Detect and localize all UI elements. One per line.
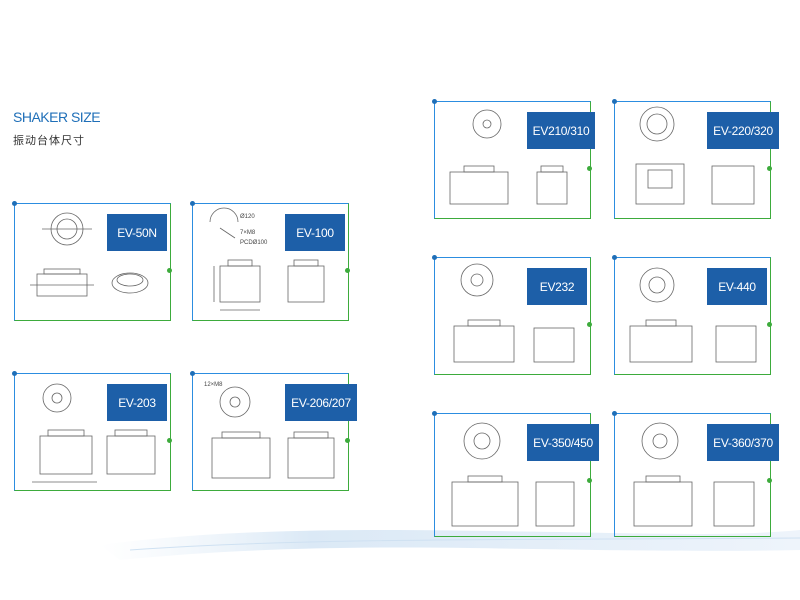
card-frame — [192, 203, 349, 321]
card-frame — [14, 373, 171, 491]
page-title: SHAKER SIZE — [13, 109, 101, 125]
card-dot — [167, 268, 172, 273]
dimension-text: PCDØ100 — [240, 240, 268, 246]
technical-drawing — [451, 422, 575, 527]
model-card-ev-440: EV-440 — [612, 250, 777, 376]
model-label: EV-206/207 — [285, 384, 357, 421]
model-label: EV210/310 — [527, 112, 595, 149]
card-frame — [614, 413, 771, 537]
model-label: EV-50N — [107, 214, 167, 251]
model-label: EV-360/370 — [707, 424, 779, 461]
card-frame — [192, 373, 349, 491]
card-dot — [190, 371, 195, 376]
card-dot — [432, 411, 437, 416]
card-dot — [432, 99, 437, 104]
decorative-wave — [100, 529, 800, 560]
card-frame — [434, 101, 591, 219]
model-card-ev232: EV232 — [432, 250, 597, 376]
card-frame — [614, 257, 771, 375]
model-label: EV-440 — [707, 268, 767, 305]
card-frame — [14, 203, 171, 321]
model-label: EV232 — [527, 268, 587, 305]
card-dot — [12, 201, 17, 206]
card-dot — [767, 478, 772, 483]
model-card-ev-100: EV-100 Ø120 7×M8 PCDØ100 — [190, 196, 355, 322]
dimension-text: 7×M8 — [240, 230, 256, 236]
card-dot — [767, 166, 772, 171]
card-dot — [587, 322, 592, 327]
card-dot — [432, 255, 437, 260]
model-label: EV-220/320 — [707, 112, 779, 149]
model-label: EV-100 — [285, 214, 345, 251]
card-dot — [190, 201, 195, 206]
model-card-ev210-310: EV210/310 — [432, 94, 597, 220]
card-dot — [345, 438, 350, 443]
model-card-ev-50n: EV-50N — [12, 196, 172, 322]
technical-drawing — [629, 267, 757, 363]
model-card-ev-220-320: EV-220/320 — [612, 94, 782, 220]
technical-drawing: 12×M8 — [204, 382, 335, 479]
technical-drawing — [30, 212, 149, 297]
model-label: EV-350/450 — [527, 424, 599, 461]
card-dot — [612, 99, 617, 104]
technical-drawing — [633, 422, 755, 527]
technical-drawing — [32, 383, 156, 483]
technical-drawing — [449, 109, 568, 205]
card-dot — [612, 411, 617, 416]
dimension-text: Ø120 — [240, 214, 255, 220]
technical-drawing — [635, 106, 755, 205]
card-dot — [767, 322, 772, 327]
model-card-ev-350-450: EV-350/450 — [432, 406, 602, 537]
card-dot — [345, 268, 350, 273]
model-card-ev-203: EV-203 — [12, 366, 172, 492]
dimension-text: 12×M8 — [204, 382, 223, 388]
card-frame — [614, 101, 771, 219]
card-frame — [434, 413, 591, 537]
card-dot — [587, 478, 592, 483]
model-card-ev-360-370: EV-360/370 — [612, 406, 784, 537]
technical-drawing — [453, 263, 575, 363]
card-dot — [612, 255, 617, 260]
card-dot — [587, 166, 592, 171]
page-subtitle: 振动台体尺寸 — [13, 135, 85, 147]
model-card-ev-206-207: EV-206/207 12×M8 — [190, 366, 360, 492]
model-label: EV-203 — [107, 384, 167, 421]
card-dot — [12, 371, 17, 376]
card-frame — [434, 257, 591, 375]
technical-drawing: Ø120 7×M8 PCDØ100 — [209, 207, 325, 311]
card-dot — [167, 438, 172, 443]
